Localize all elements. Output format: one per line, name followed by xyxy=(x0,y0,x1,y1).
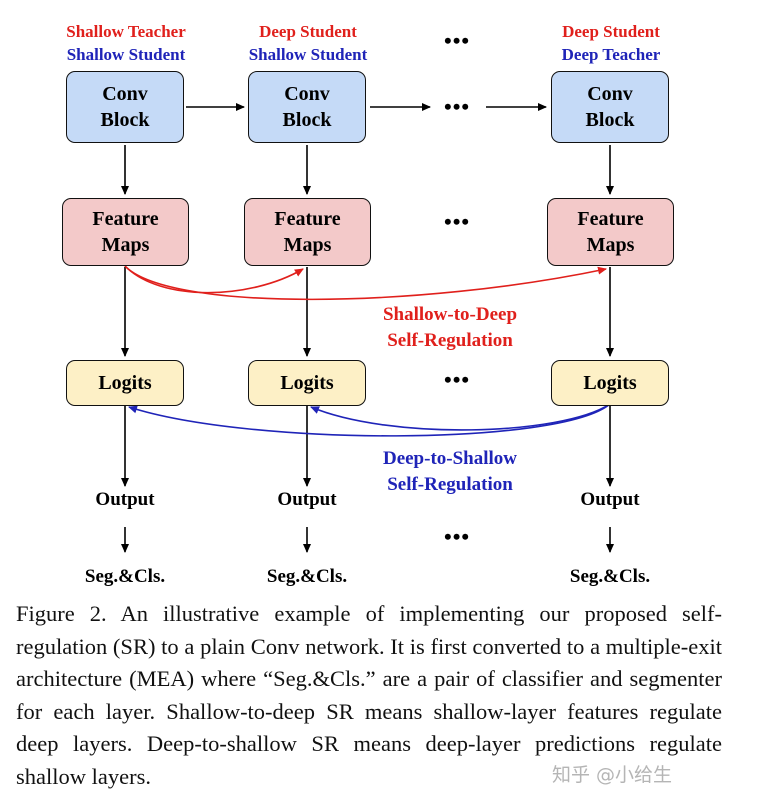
diagram-connectors xyxy=(121,103,614,553)
figure-caption: Figure 2. An illustrative example of imp… xyxy=(16,601,722,789)
col3-feature-label-line1: Feature xyxy=(577,208,644,230)
ellipsis-roles: ••• xyxy=(444,28,471,53)
shallow-to-deep-line1: Shallow-to-Deep xyxy=(382,304,518,325)
col2-feature-label-line2: Maps xyxy=(283,234,332,256)
col3-logits: Logits xyxy=(551,360,669,406)
deep-to-shallow-line2: Self-Regulation xyxy=(387,474,513,495)
col1-role-bottom: Shallow Student xyxy=(66,45,186,64)
col3-conv-label-line2: Block xyxy=(585,109,635,131)
deep-to-shallow-curve-to-col1 xyxy=(128,403,611,437)
col3-role-top: Deep Student xyxy=(562,22,660,41)
ellipsis-output: ••• xyxy=(444,524,471,549)
col2-conv-label-line1: Conv xyxy=(284,83,330,105)
ellipsis-logits: ••• xyxy=(444,367,471,392)
col2-conv-label-line2: Block xyxy=(282,109,332,131)
shallow-to-deep-label: Shallow-to-Deep Self-Regulation xyxy=(350,302,550,354)
deep-to-shallow-label: Deep-to-Shallow Self-Regulation xyxy=(350,446,550,498)
col3-logits-label: Logits xyxy=(583,372,637,394)
shallow-to-deep-curve-to-col3 xyxy=(124,265,607,301)
col3-seg-cls: Seg.&Cls. xyxy=(569,566,651,587)
col1-seg-cls: Seg.&Cls. xyxy=(84,566,166,587)
shallow-to-deep-curve-to-col2 xyxy=(124,265,304,294)
watermark: 知乎 @小给生 xyxy=(552,764,673,786)
col1-logits: Logits xyxy=(66,360,184,406)
col2-role-top: Deep Student xyxy=(259,22,357,41)
col1-logits-label: Logits xyxy=(98,372,152,394)
col1-feature-label-line2: Maps xyxy=(101,234,150,256)
col1-conv-label-line2: Block xyxy=(100,109,150,131)
ellipsis-feature: ••• xyxy=(444,209,471,234)
deep-to-shallow-curve-to-col2 xyxy=(310,403,611,431)
col1-role-top: Shallow Teacher xyxy=(66,22,186,41)
col2-logits: Logits xyxy=(248,360,366,406)
ellipsis-conv: ••• xyxy=(444,94,471,119)
col3-output: Output xyxy=(580,489,640,510)
col3-conv-label-line1: Conv xyxy=(587,83,633,105)
deep-to-shallow-line1: Deep-to-Shallow xyxy=(382,448,518,469)
col2-logits-label: Logits xyxy=(280,372,334,394)
col2-feature-label-line1: Feature xyxy=(274,208,341,230)
col2-seg-cls: Seg.&Cls. xyxy=(266,566,348,587)
col1-output: Output xyxy=(95,489,155,510)
col2-role-bottom: Shallow Student xyxy=(248,45,368,64)
col1-feature-label-line1: Feature xyxy=(92,208,159,230)
col3-role-bottom: Deep Teacher xyxy=(561,45,661,64)
shallow-to-deep-line2: Self-Regulation xyxy=(387,330,513,351)
col2-output: Output xyxy=(277,489,337,510)
col3-feature-label-line2: Maps xyxy=(586,234,635,256)
col1-conv-label-line1: Conv xyxy=(102,83,148,105)
